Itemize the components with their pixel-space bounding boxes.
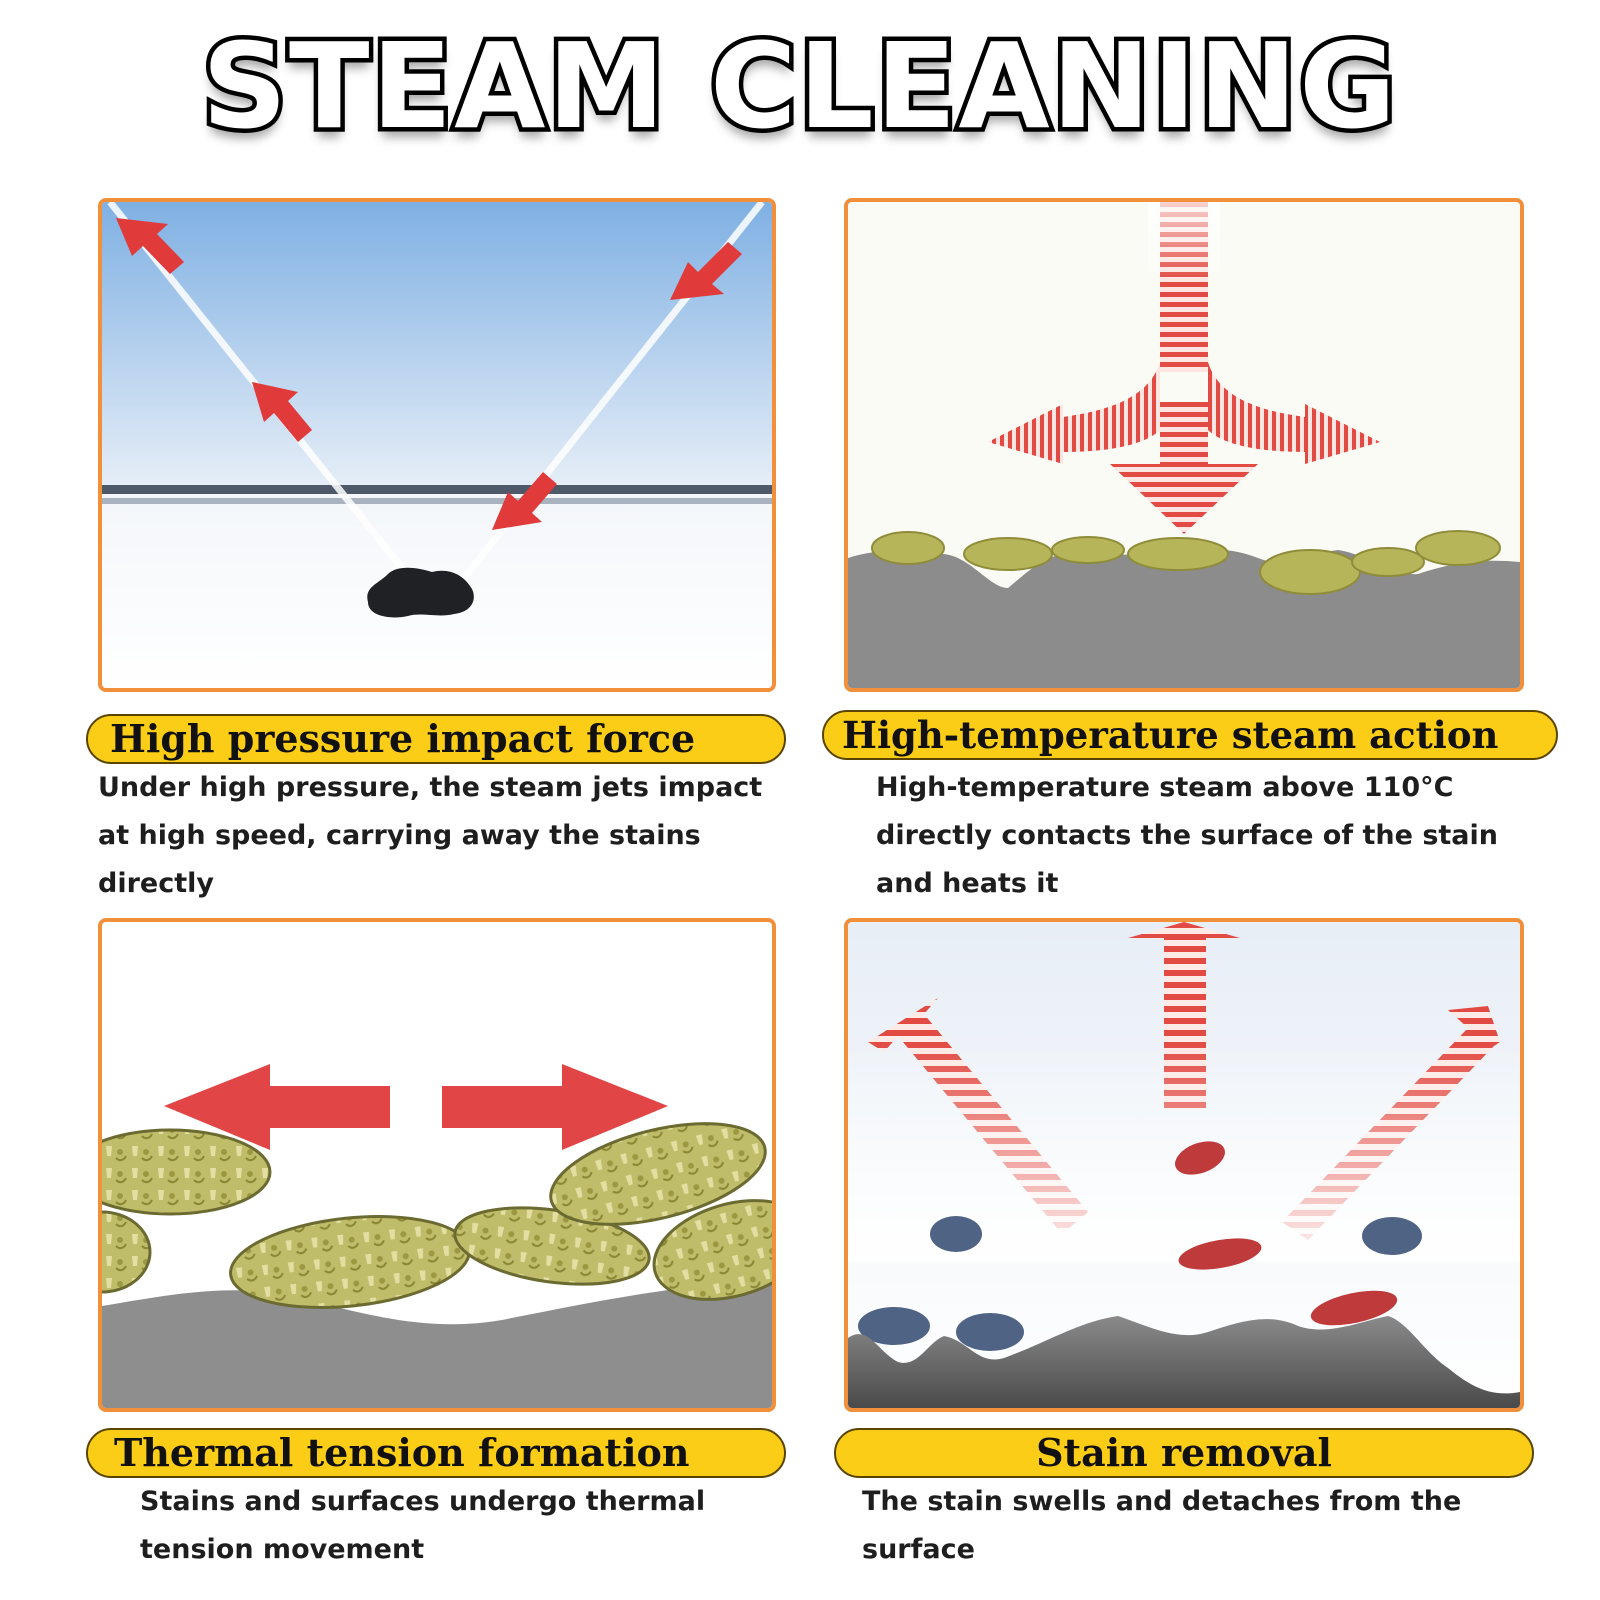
- step-description-thermal-tension: Stains and surfaces undergo thermal tens…: [140, 1486, 706, 1565]
- step-label-stain-removal: Stain removal: [834, 1428, 1534, 1478]
- illustration-steam-action: [844, 198, 1524, 692]
- step-label-high-pressure: High pressure impact force: [86, 714, 786, 764]
- step-description-high-pressure: Under high pressure, the steam jets impa…: [98, 772, 763, 899]
- illustration-high-pressure-impact: [98, 198, 776, 692]
- step-label-thermal-tension: Thermal tension formation: [86, 1428, 786, 1478]
- steam-arrow-icon: [988, 202, 1380, 534]
- step-description-stain-removal: The stain swells and detaches from the s…: [862, 1486, 1462, 1565]
- red-arrow-icon: [116, 218, 742, 530]
- red-arrow-icon: [164, 1064, 668, 1150]
- step-label-steam-action: High-temperature steam action: [822, 710, 1558, 760]
- step-description-steam-action: High-temperature steam above 110°C direc…: [876, 772, 1499, 899]
- page-title: STEAM CLEANING: [198, 17, 1401, 156]
- illustration-stain-removal: [844, 918, 1524, 1412]
- illustration-thermal-tension: [98, 918, 776, 1412]
